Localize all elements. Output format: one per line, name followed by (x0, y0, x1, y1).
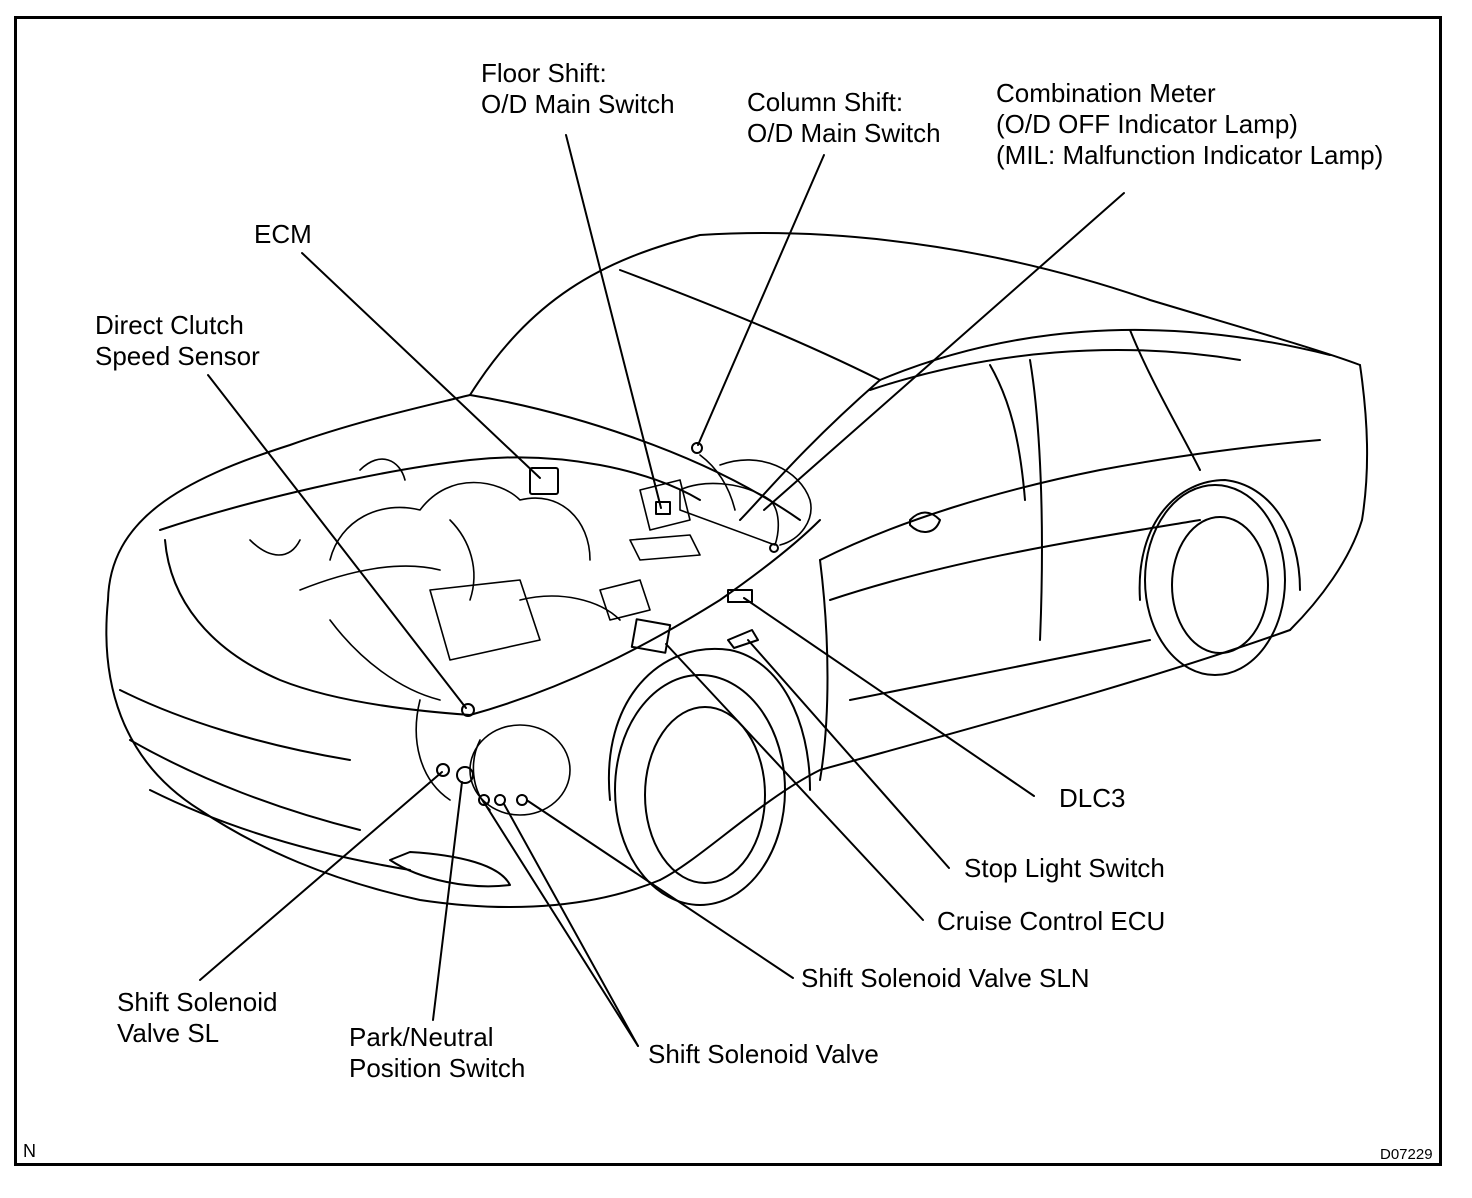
figure-frame (14, 16, 1442, 1166)
leader-lines (199, 134, 1125, 1047)
label-cruise-control-ecu: Cruise Control ECU (937, 906, 1166, 936)
label-direct-clutch-line1: Direct Clutch (95, 310, 244, 340)
car-body-outline (105, 232, 1369, 909)
label-ecm: ECM (254, 219, 312, 249)
label-combination-meter-line2: (O/D OFF Indicator Lamp) (996, 109, 1298, 139)
components (436, 442, 779, 806)
label-stop-light-switch: Stop Light Switch (964, 853, 1165, 883)
label-floor-shift-line2: O/D Main Switch (481, 89, 675, 119)
label-column-shift-line1: Column Shift: (747, 87, 904, 117)
label-shift-solenoid-sln: Shift Solenoid Valve SLN (801, 963, 1090, 993)
label-shift-solenoid-sl-line2: Valve SL (117, 1018, 220, 1048)
label-combination-meter-line3: (MIL: Malfunction Indicator Lamp) (996, 140, 1384, 170)
label-shift-solenoid-sl-line1: Shift Solenoid (117, 987, 278, 1017)
figure-code: D07229 (1380, 1146, 1433, 1163)
label-dlc3: DLC3 (1059, 783, 1126, 813)
label-park-neutral-line2: Position Switch (349, 1053, 526, 1083)
label-combination-meter-line1: Combination Meter (996, 78, 1216, 108)
label-direct-clutch-line2: Speed Sensor (95, 341, 260, 371)
interior (629, 454, 812, 561)
label-floor-shift-line1: Floor Shift: (481, 58, 607, 88)
label-column-shift-line2: O/D Main Switch (747, 118, 941, 148)
label-park-neutral-line1: Park/Neutral (349, 1022, 494, 1052)
label-shift-solenoid-valve: Shift Solenoid Valve (648, 1039, 879, 1069)
corner-mark-left: N (23, 1141, 36, 1161)
wheels (607, 479, 1301, 906)
engine-bay (249, 458, 651, 816)
